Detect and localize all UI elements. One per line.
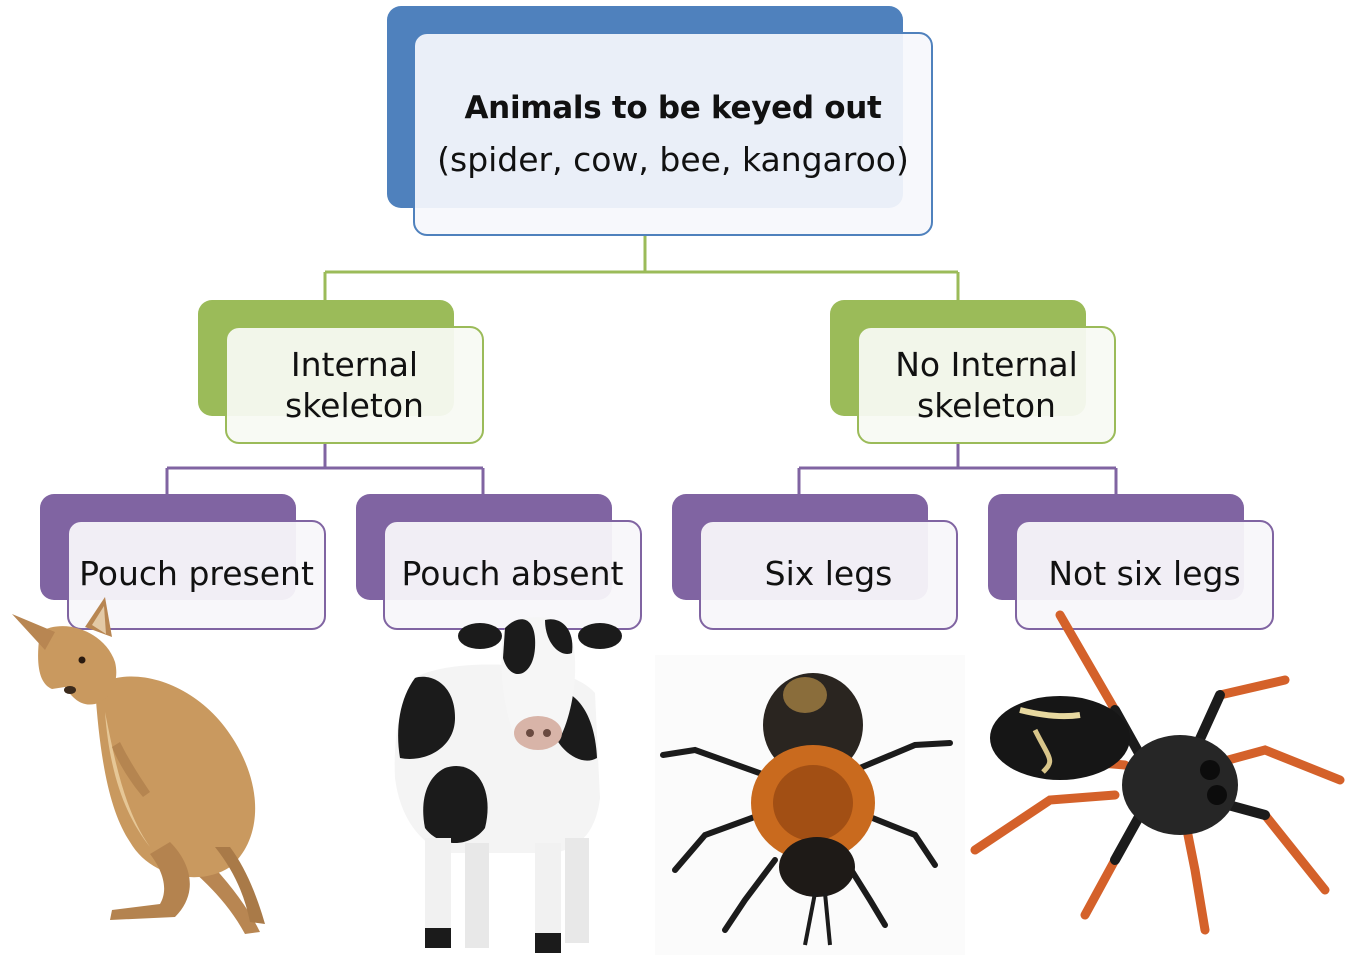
- internal-skeleton-line2: skeleton: [285, 385, 424, 426]
- internal-skeleton-node: Internal skeleton: [225, 326, 484, 444]
- kangaroo-image: [0, 592, 320, 942]
- internal-skeleton-line1: Internal: [291, 344, 418, 385]
- cow-image: [385, 598, 625, 966]
- no-internal-skeleton-line1: No Internal: [895, 344, 1078, 385]
- spider-image: [965, 600, 1350, 940]
- six-legs-label: Six legs: [765, 554, 893, 593]
- pouch-absent-label: Pouch absent: [402, 554, 624, 593]
- not-six-legs-label: Not six legs: [1048, 554, 1240, 593]
- bee-image: [655, 655, 965, 955]
- no-internal-skeleton-line2: skeleton: [917, 385, 1056, 426]
- root-title: Animals to be keyed out: [464, 90, 881, 126]
- no-internal-skeleton-node: No Internal skeleton: [857, 326, 1116, 444]
- root-subtitle: (spider, cow, bee, kangaroo): [437, 140, 909, 179]
- six-legs-node: Six legs: [699, 520, 958, 630]
- pouch-present-label: Pouch present: [79, 554, 314, 593]
- root-node: Animals to be keyed out (spider, cow, be…: [413, 32, 933, 236]
